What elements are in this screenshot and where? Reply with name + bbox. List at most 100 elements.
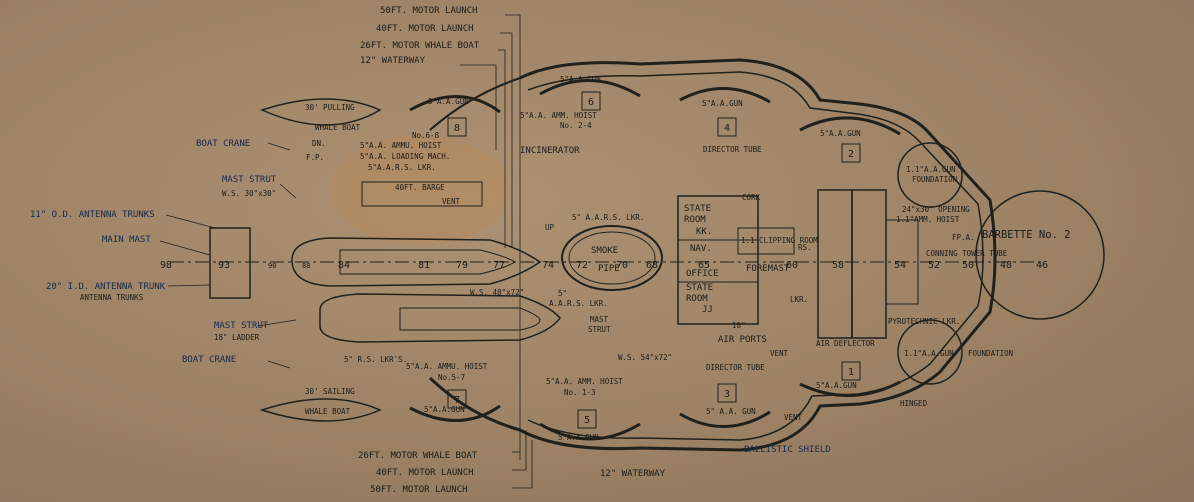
gun-tub-1	[799, 380, 901, 397]
gun-label-2: 5"A.A.GUN	[820, 129, 861, 138]
label-waterway-top: 12" WATERWAY	[360, 56, 426, 66]
gun-number-6: 6	[588, 97, 594, 108]
label-barbette: BARBETTE No. 2	[982, 229, 1071, 241]
gun-tub-7	[409, 404, 501, 422]
label-ammu-hoist-6-8: 5"A.A. AMMU. HOIST	[360, 141, 442, 150]
label-od-antenna: 11" O.D. ANTENNA TRUNKS	[30, 210, 155, 220]
frame-46: 46	[1036, 260, 1048, 271]
frame-81: 81	[418, 260, 430, 271]
leader-boat-crane-top	[267, 142, 291, 151]
label-smoke: SMOKE	[591, 246, 618, 256]
gun-number-8: 8	[454, 123, 460, 134]
label-sailing-30: 30' SAILING	[305, 387, 355, 396]
label-aa-foundation-bottom: 1.1"A.A.GUN	[904, 349, 954, 358]
label-18in: 18"	[732, 321, 746, 330]
label-pyrotechnic: PYROTECHNIC LKR.	[888, 317, 960, 326]
gun-number-1: 1	[848, 367, 854, 378]
gun-label-6: 5"A.A.GUN	[560, 75, 601, 84]
frame-98: 98	[160, 260, 172, 271]
label-40ft-launch-bottom: 40FT. MOTOR LAUNCH	[376, 468, 474, 478]
label-mast-strut-bottom: MAST STRUT	[214, 321, 269, 331]
leader-main-mast	[159, 240, 211, 256]
gun-label-7: 5"A.A.GUN	[424, 405, 465, 414]
label-ballistic-shield: BALLISTIC SHIELD	[744, 445, 831, 455]
label-50ft-launch-top: 50FT. MOTOR LAUNCH	[380, 6, 478, 16]
label-hinged: HINGED	[900, 399, 928, 408]
label-aa-foundation-top: 1.1"A.A.GUN	[906, 165, 956, 174]
label-room-kk: ROOM	[684, 215, 706, 225]
frame-numbers: 98 93 90 88 84 81 79 77 74 72 70 68 65 6…	[160, 260, 1048, 271]
gun-number-4: 4	[724, 123, 730, 134]
hull-inner	[527, 71, 984, 441]
state-rooms-block	[677, 195, 759, 325]
label-director-tube-top: DIRECTOR TUBE	[703, 145, 762, 154]
label-ws-54: W.S. 54"x72"	[618, 353, 672, 362]
gun-mount-2	[841, 143, 861, 163]
frame-72: 72	[576, 260, 588, 271]
label-pulling-30: 30' PULLING	[305, 103, 355, 112]
vent-block-2	[851, 189, 887, 339]
label-office: OFFICE	[686, 269, 719, 279]
label-director-tube-bottom: DIRECTOR TUBE	[706, 363, 765, 372]
gun-label-4: 5"A.A.GUN	[702, 99, 743, 108]
gun-label-5: 5"A.A.GUN	[558, 433, 599, 442]
label-40ft-launch-top: 40FT. MOTOR LAUNCH	[376, 24, 474, 34]
label-boat-crane-bottom: BOAT CRANE	[182, 355, 236, 365]
label-id-antenna: 20" I.D. ANTENNA TRUNK	[46, 282, 166, 292]
gun-mount-1	[841, 361, 861, 381]
label-state-kk: STATE	[684, 204, 711, 214]
label-amm-hoist-1-3: 5"A.A. AMM. HOIST	[546, 377, 623, 386]
gun-tub-8	[409, 95, 501, 114]
label-foundation-top: FOUNDATION	[912, 175, 957, 184]
frame-68: 68	[646, 260, 658, 271]
leader-26ft-whale-top	[498, 49, 506, 248]
pulling-boat-top	[259, 98, 382, 126]
label-no-1-3: No. 1-3	[564, 388, 596, 397]
leader-id-antenna	[167, 284, 211, 287]
gun-label-8: 5"A.A.GUN	[428, 97, 469, 106]
gun-mount-5	[577, 409, 597, 429]
frame-70: 70	[616, 260, 628, 271]
aa-foundation-bottom	[897, 319, 963, 385]
label-boat-crane-top: BOAT CRANE	[196, 139, 250, 149]
label-cork: CORK	[742, 193, 761, 202]
gun-mount-8	[447, 117, 467, 137]
label-ws-30: W.S. 30"x30"	[222, 189, 276, 198]
label-foremast: FOREMAST	[746, 264, 790, 274]
label-rs-lkr: 5"A.A.R.S. LKR.	[368, 163, 436, 172]
label-main-mast: MAIN MAST	[102, 235, 151, 245]
frame-77: 77	[493, 260, 505, 271]
frame-74: 74	[542, 260, 554, 271]
gun-number-2: 2	[848, 149, 854, 160]
hoist-block	[885, 219, 919, 305]
frame-60: 60	[786, 260, 798, 271]
gun-number-3: 3	[724, 389, 730, 400]
label-jj: JJ	[702, 305, 713, 315]
gun-number-5: 5	[584, 415, 590, 426]
label-40ft-barge: 40FT. BARGE	[395, 183, 445, 192]
label-rs: RS.	[798, 243, 812, 252]
label-ladder-18: 18" LADDER	[214, 333, 260, 342]
label-mast-strut-top: MAST STRUT	[222, 175, 277, 185]
gun-tub-5	[539, 422, 641, 441]
leader-50ft-launch-top	[505, 14, 521, 460]
label-incinerator: INCINERATOR	[520, 146, 580, 156]
leader-mast-strut-bottom	[257, 319, 297, 327]
label-up-center: UP	[545, 223, 555, 232]
frame-48: 48	[1000, 260, 1012, 271]
label-aars-lkr-mid: A.A.R.S. LKR.	[549, 299, 608, 308]
orange-tint	[330, 135, 510, 245]
label-loading-mach: 5"A.A. LOADING MACH.	[360, 152, 450, 161]
gun-tub-4	[679, 87, 771, 104]
label-vent-right: VENT	[784, 413, 803, 422]
whale-boat-hull	[319, 293, 561, 343]
label-26ft-whale-bottom: 26FT. MOTOR WHALE BOAT	[358, 451, 478, 461]
label-conning-tower: CONNING TOWER TUBE	[926, 249, 1008, 258]
whale-boat-inner	[399, 307, 541, 331]
gun-mount-4	[717, 117, 737, 137]
gun-tub-3	[679, 410, 771, 428]
label-foundation-bottom: FOUNDATION	[968, 349, 1013, 358]
leader-40ft-launch-top	[500, 32, 513, 248]
gun-label-3: 5" A.A. GUN	[706, 407, 756, 416]
